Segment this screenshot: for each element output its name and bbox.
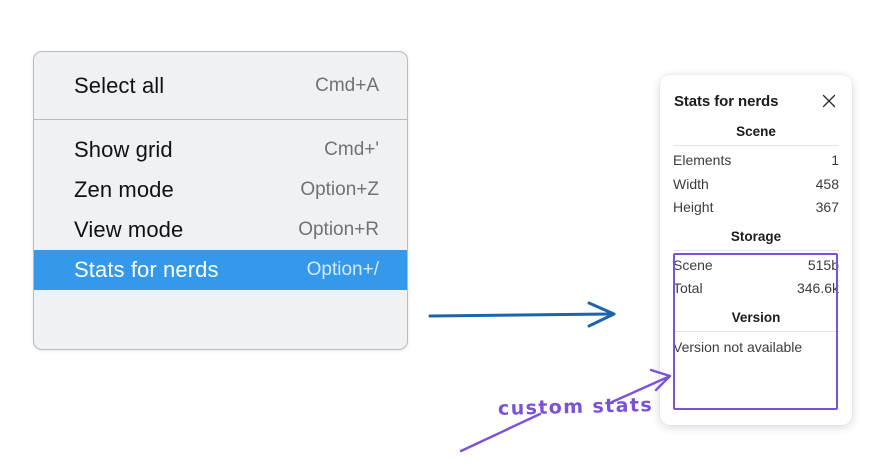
stat-row-width: Width 458 [673, 173, 839, 197]
stat-value: 515b [807, 256, 839, 273]
stat-row-height: Height 367 [673, 196, 839, 220]
menu-item-label: Select all [74, 73, 165, 98]
menu-item-label: View mode [74, 217, 184, 242]
version-value: Version not available [673, 338, 803, 355]
stat-key: Height [673, 199, 714, 215]
menu-item-label: Stats for nerds [74, 257, 219, 282]
panel-body: Scene Elements 1 Width 458 Height 367 St… [660, 115, 852, 358]
menu-item-shortcut: Cmd+A [315, 75, 379, 96]
menu-separator [34, 119, 407, 120]
stat-key: Total [673, 280, 703, 296]
stat-row-storage-scene: Scene 515b [673, 254, 839, 278]
menu-item-label: Show grid [74, 137, 173, 162]
close-icon[interactable] [820, 92, 838, 110]
menu-item-label: Zen mode [74, 177, 174, 202]
menu-group-2: Show grid Cmd+' Zen mode Option+Z View m… [34, 120, 407, 302]
panel-title: Stats for nerds [674, 92, 779, 110]
stat-value: 458 [815, 175, 839, 192]
section-heading: Version [731, 309, 781, 325]
handwritten-note: custom stats [497, 394, 654, 420]
menu-item-shortcut: Cmd+' [324, 139, 379, 160]
stats-for-nerds-panel: Stats for nerds Scene Elements 1 Width 4… [660, 75, 852, 425]
purple-underline-stroke [459, 412, 542, 453]
menu-item-shortcut: Option+/ [306, 259, 379, 280]
stat-value: 346.6k [796, 280, 839, 296]
section-heading: Storage [730, 228, 782, 244]
section-heading: Scene [736, 124, 776, 139]
menu-item-show-grid[interactable]: Show grid Cmd+' [34, 130, 407, 170]
stat-row-storage-total: Total 346.6k [673, 277, 839, 301]
menu-item-stats-for-nerds[interactable]: Stats for nerds Option+/ [34, 250, 407, 290]
panel-header: Stats for nerds [660, 85, 852, 115]
menu-item-shortcut: Option+Z [300, 179, 379, 200]
menu-item-zen-mode[interactable]: Zen mode Option+Z [34, 170, 407, 210]
stat-key: Elements [673, 152, 732, 168]
section-version: Version Version not available [660, 301, 852, 358]
section-divider [673, 249, 839, 251]
section-storage: Storage Scene 515b Total 346.6k [660, 220, 852, 301]
stat-value: 1 [831, 152, 839, 168]
section-scene: Scene Elements 1 Width 458 Height 367 [660, 115, 852, 220]
menu-item-shortcut: Option+R [298, 219, 379, 240]
stat-key: Width [673, 175, 709, 192]
menu-group-1: Select all Cmd+A [34, 52, 407, 119]
menu-item-select-all[interactable]: Select all Cmd+A [34, 66, 407, 106]
blue-arrow [428, 301, 616, 328]
stat-value: 367 [815, 199, 839, 215]
context-menu: Select all Cmd+A Show grid Cmd+' Zen mod… [33, 51, 408, 350]
section-divider [673, 330, 839, 332]
stat-key: Scene [673, 256, 713, 273]
menu-item-view-mode[interactable]: View mode Option+R [34, 210, 407, 250]
stat-row-elements: Elements 1 [673, 149, 839, 173]
section-divider [673, 145, 839, 146]
